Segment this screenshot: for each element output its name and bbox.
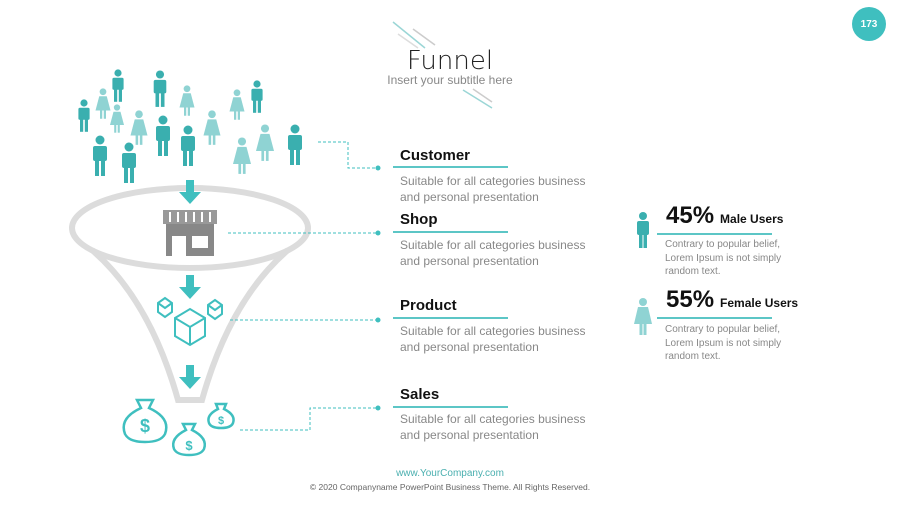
boxes-icon bbox=[157, 296, 223, 347]
male-person-icon bbox=[93, 135, 107, 176]
male-person-icon bbox=[251, 80, 263, 113]
divider bbox=[393, 406, 508, 408]
male-person-icon bbox=[112, 69, 124, 102]
male-person-icon bbox=[156, 115, 170, 156]
female-person-icon bbox=[95, 88, 111, 119]
svg-text:$: $ bbox=[218, 415, 224, 427]
stat-desc: Contrary to popular belief, Lorem Ipsum … bbox=[665, 239, 782, 277]
male-person-icon bbox=[181, 125, 195, 166]
stage-desc-sales: Suitable for all categories business and… bbox=[400, 412, 586, 442]
people-crowd-icon bbox=[78, 69, 302, 183]
decor-lines bbox=[392, 21, 493, 109]
female-person-icon bbox=[130, 110, 148, 145]
stat-male: 45% Male Users bbox=[666, 202, 783, 230]
svg-text:$: $ bbox=[185, 438, 193, 453]
female-icon bbox=[634, 298, 652, 335]
stage-desc-customer: Suitable for all categories business and… bbox=[400, 174, 586, 204]
male-person-icon bbox=[288, 124, 302, 165]
male-person-icon bbox=[78, 99, 90, 132]
divider bbox=[657, 233, 772, 235]
female-person-icon bbox=[203, 110, 221, 145]
male-icon bbox=[637, 212, 649, 248]
divider bbox=[393, 231, 508, 233]
female-person-icon bbox=[229, 89, 245, 120]
website-link[interactable]: www.YourCompany.com bbox=[396, 468, 504, 479]
stat-label: Male Users bbox=[720, 212, 784, 226]
stat-value: 55% bbox=[666, 286, 715, 313]
divider bbox=[393, 317, 508, 319]
page-subtitle: Insert your subtitle here bbox=[387, 73, 513, 87]
down-arrow-icons bbox=[179, 180, 201, 389]
page-title: Funnel bbox=[406, 46, 494, 76]
stat-label: Female Users bbox=[720, 296, 799, 310]
down-arrow-icon bbox=[179, 275, 201, 299]
down-arrow-icon bbox=[179, 180, 201, 204]
female-person-icon bbox=[179, 85, 195, 116]
stage-title-shop: Shop bbox=[400, 211, 438, 228]
copyright: © 2020 Companyname PowerPoint Business T… bbox=[309, 482, 591, 492]
male-person-icon bbox=[122, 142, 136, 183]
divider bbox=[657, 317, 772, 319]
stage-title-product: Product bbox=[400, 297, 457, 314]
stage-desc-shop: Suitable for all categories business and… bbox=[400, 238, 586, 268]
money-bag-icon: $ $ $ bbox=[122, 398, 235, 457]
down-arrow-icon bbox=[179, 365, 201, 389]
divider bbox=[393, 166, 508, 168]
connector-dots bbox=[375, 165, 381, 411]
stage-desc-product: Suitable for all categories business and… bbox=[400, 324, 586, 354]
store-icon bbox=[163, 210, 217, 256]
stat-value: 45% bbox=[666, 202, 715, 229]
stage-title-customer: Customer bbox=[400, 147, 471, 164]
stat-desc: Contrary to popular belief, Lorem Ipsum … bbox=[665, 324, 782, 362]
stat-female: 55% Female Users bbox=[666, 286, 798, 314]
female-person-icon bbox=[233, 137, 251, 174]
connectors bbox=[228, 141, 378, 431]
female-person-icon bbox=[256, 124, 274, 161]
page-number-badge: 173 bbox=[852, 7, 886, 41]
female-person-icon bbox=[110, 104, 124, 133]
stage-title-sales: Sales bbox=[400, 386, 440, 403]
male-person-icon bbox=[153, 70, 167, 107]
svg-text:$: $ bbox=[140, 416, 150, 436]
